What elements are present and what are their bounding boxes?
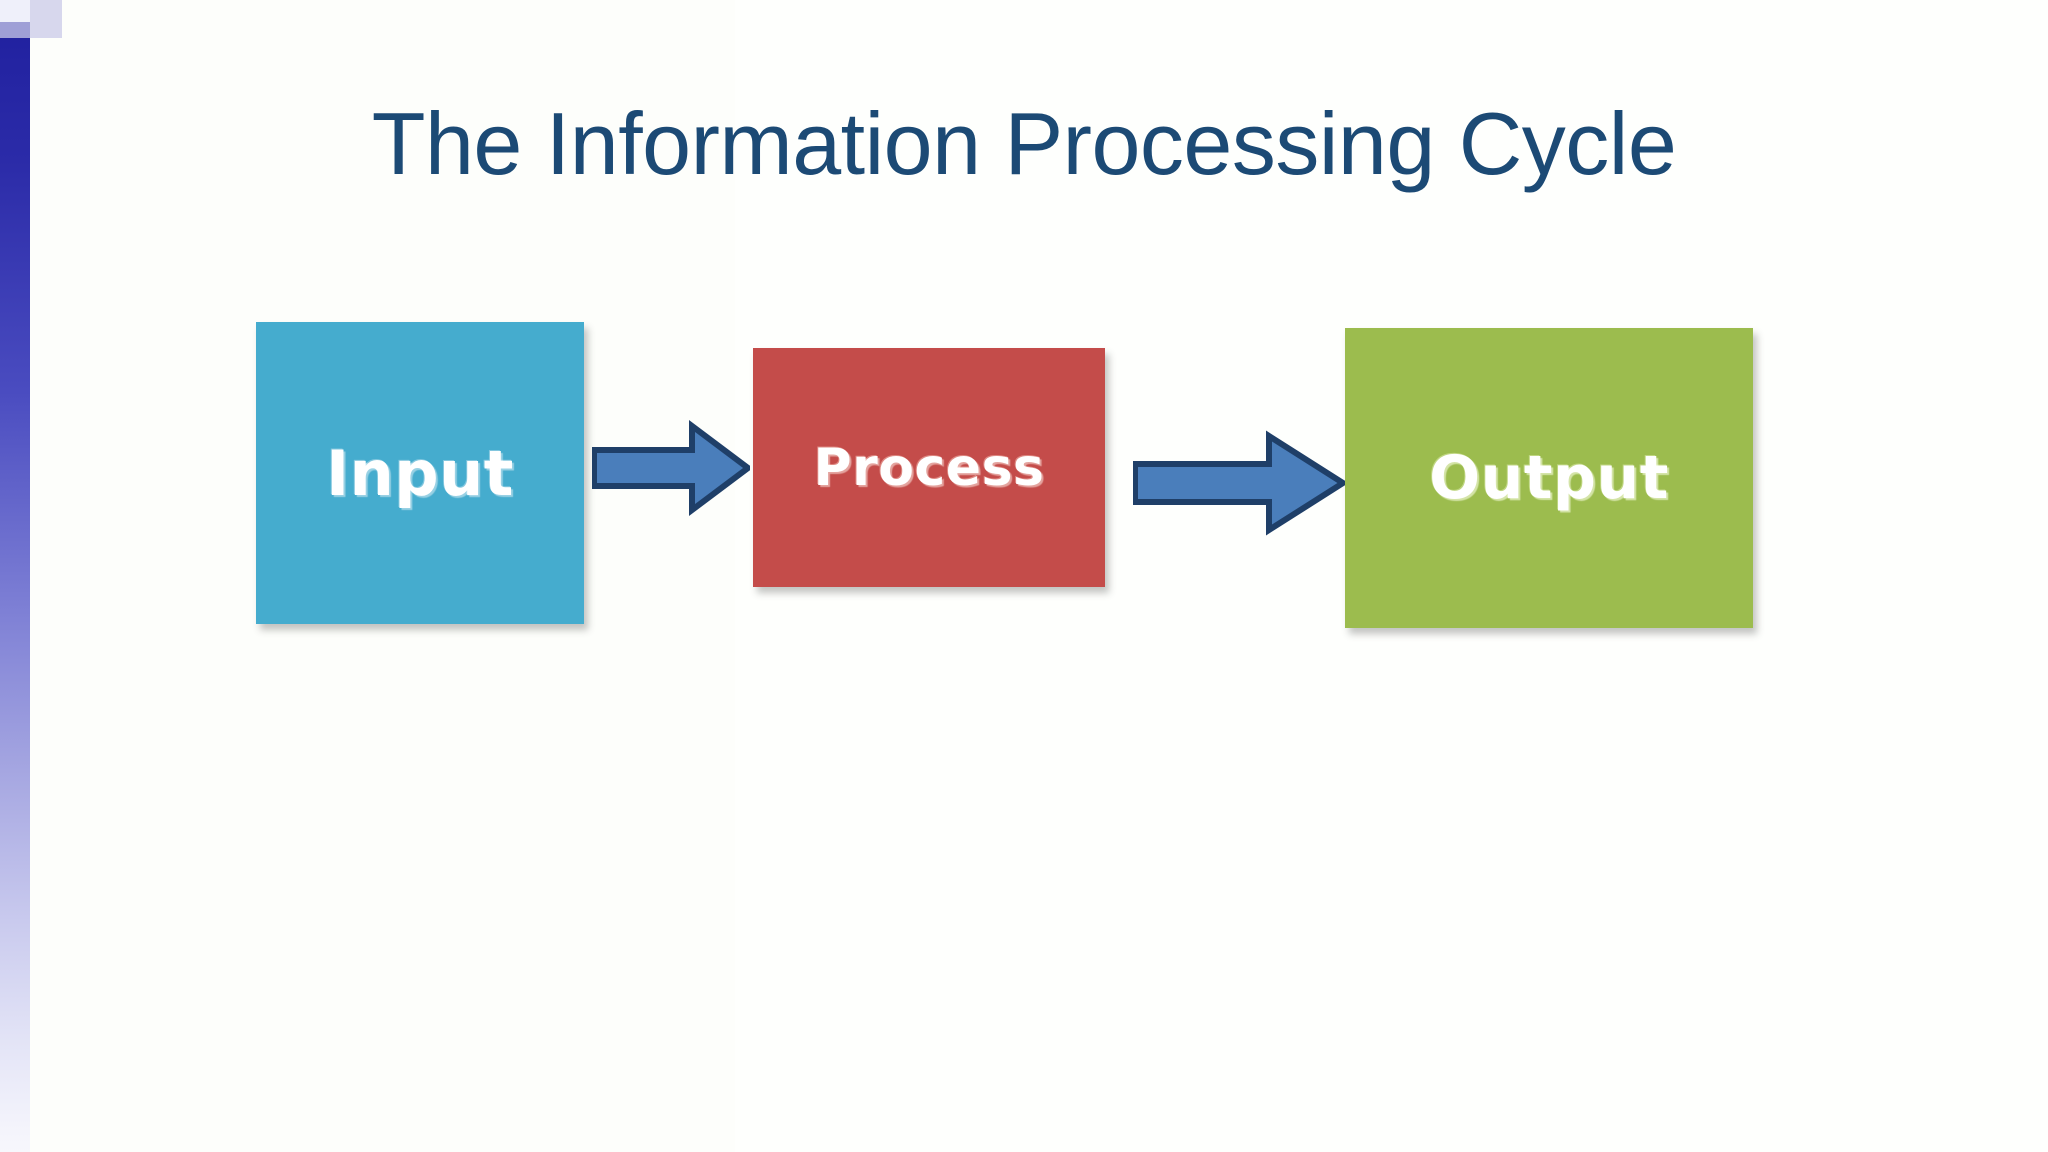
flow-stage-output-label: Output: [1429, 443, 1669, 513]
flow-stage-process-label: Process: [813, 437, 1045, 498]
page-title: The Information Processing Cycle: [371, 94, 1677, 193]
left-accent-bar-top-notch: [0, 0, 30, 22]
left-accent-bar: [0, 0, 30, 1152]
flow-stage-process-fill: Process: [753, 348, 1105, 587]
information-processing-flow: Input Process Output: [0, 300, 2048, 660]
right-arrow-icon: [1133, 428, 1345, 538]
flow-stage-input-fill: Input: [256, 322, 584, 624]
flow-stage-output[interactable]: Output: [1345, 328, 1753, 628]
flow-stage-input-label: Input: [326, 436, 514, 510]
right-arrow-icon: [592, 418, 750, 518]
flow-stage-output-fill: Output: [1345, 328, 1753, 628]
flow-stage-process[interactable]: Process: [753, 348, 1105, 587]
flow-stage-input[interactable]: Input: [256, 322, 584, 624]
